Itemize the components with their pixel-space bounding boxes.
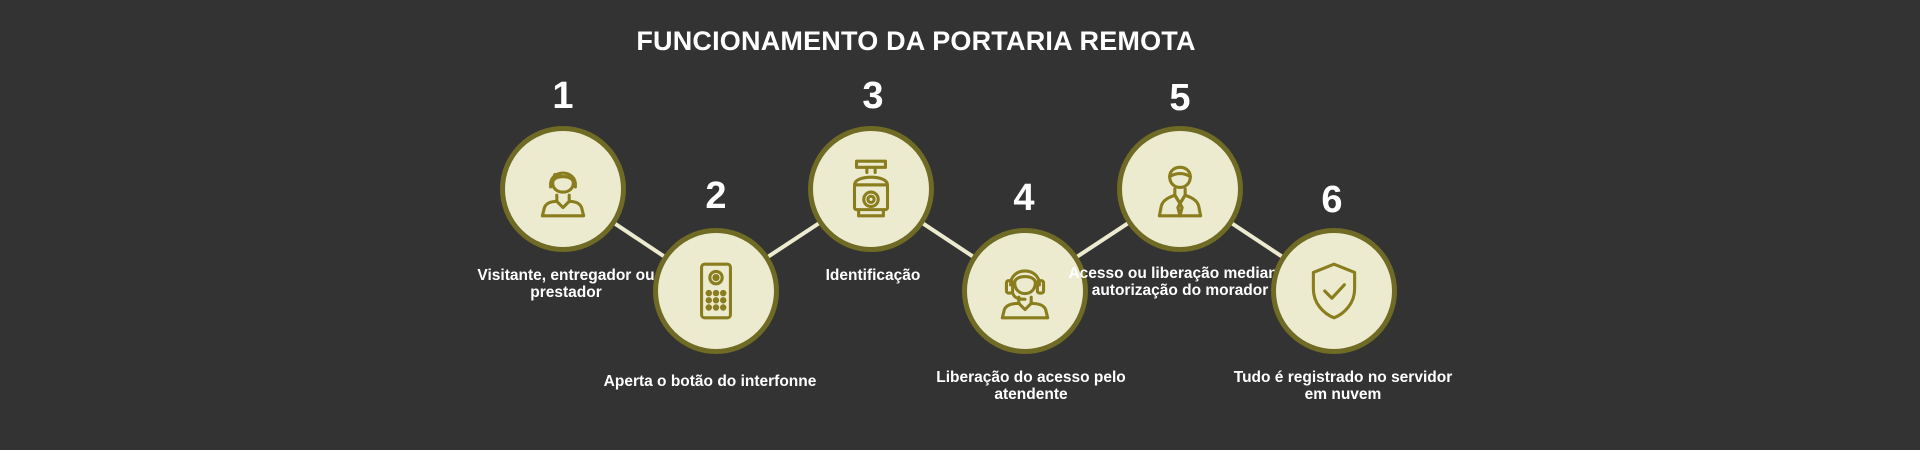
visitor-icon [540,171,586,218]
security-camera-icon [852,159,890,218]
step-2-number: 2 [705,175,727,217]
step-1-number: 1 [552,75,574,117]
step-3-label: Identificação [825,267,921,284]
step-4-circle [962,228,1088,354]
step-2-label: Aperta o botão do interfonne [603,373,817,390]
step-4-number: 4 [1013,177,1035,219]
step-3-number: 3 [862,75,884,117]
step-5-label: Acesso ou liberação mediante autorização… [1068,265,1292,299]
step-5-number: 5 [1169,77,1191,119]
step-3-circle [808,126,934,252]
intercom-icon [700,262,732,320]
step-6-label: Tudo é registrado no servidor em nuvem [1233,369,1453,403]
step-1-circle [500,126,626,252]
step-1-label: Visitante, entregador ou prestador [477,267,655,301]
shield-check-icon [1311,262,1357,320]
headset-attendant-icon [1000,269,1050,320]
step-4-label: Liberação do acesso pelo atendente [936,369,1126,403]
step-6-number: 6 [1321,179,1343,221]
diagram-title: FUNCIONAMENTO DA PORTARIA REMOTA [636,26,1196,56]
step-5-circle [1117,126,1243,252]
step-6-circle [1271,228,1397,354]
resident-icon [1157,165,1203,218]
step-2-circle [653,228,779,354]
